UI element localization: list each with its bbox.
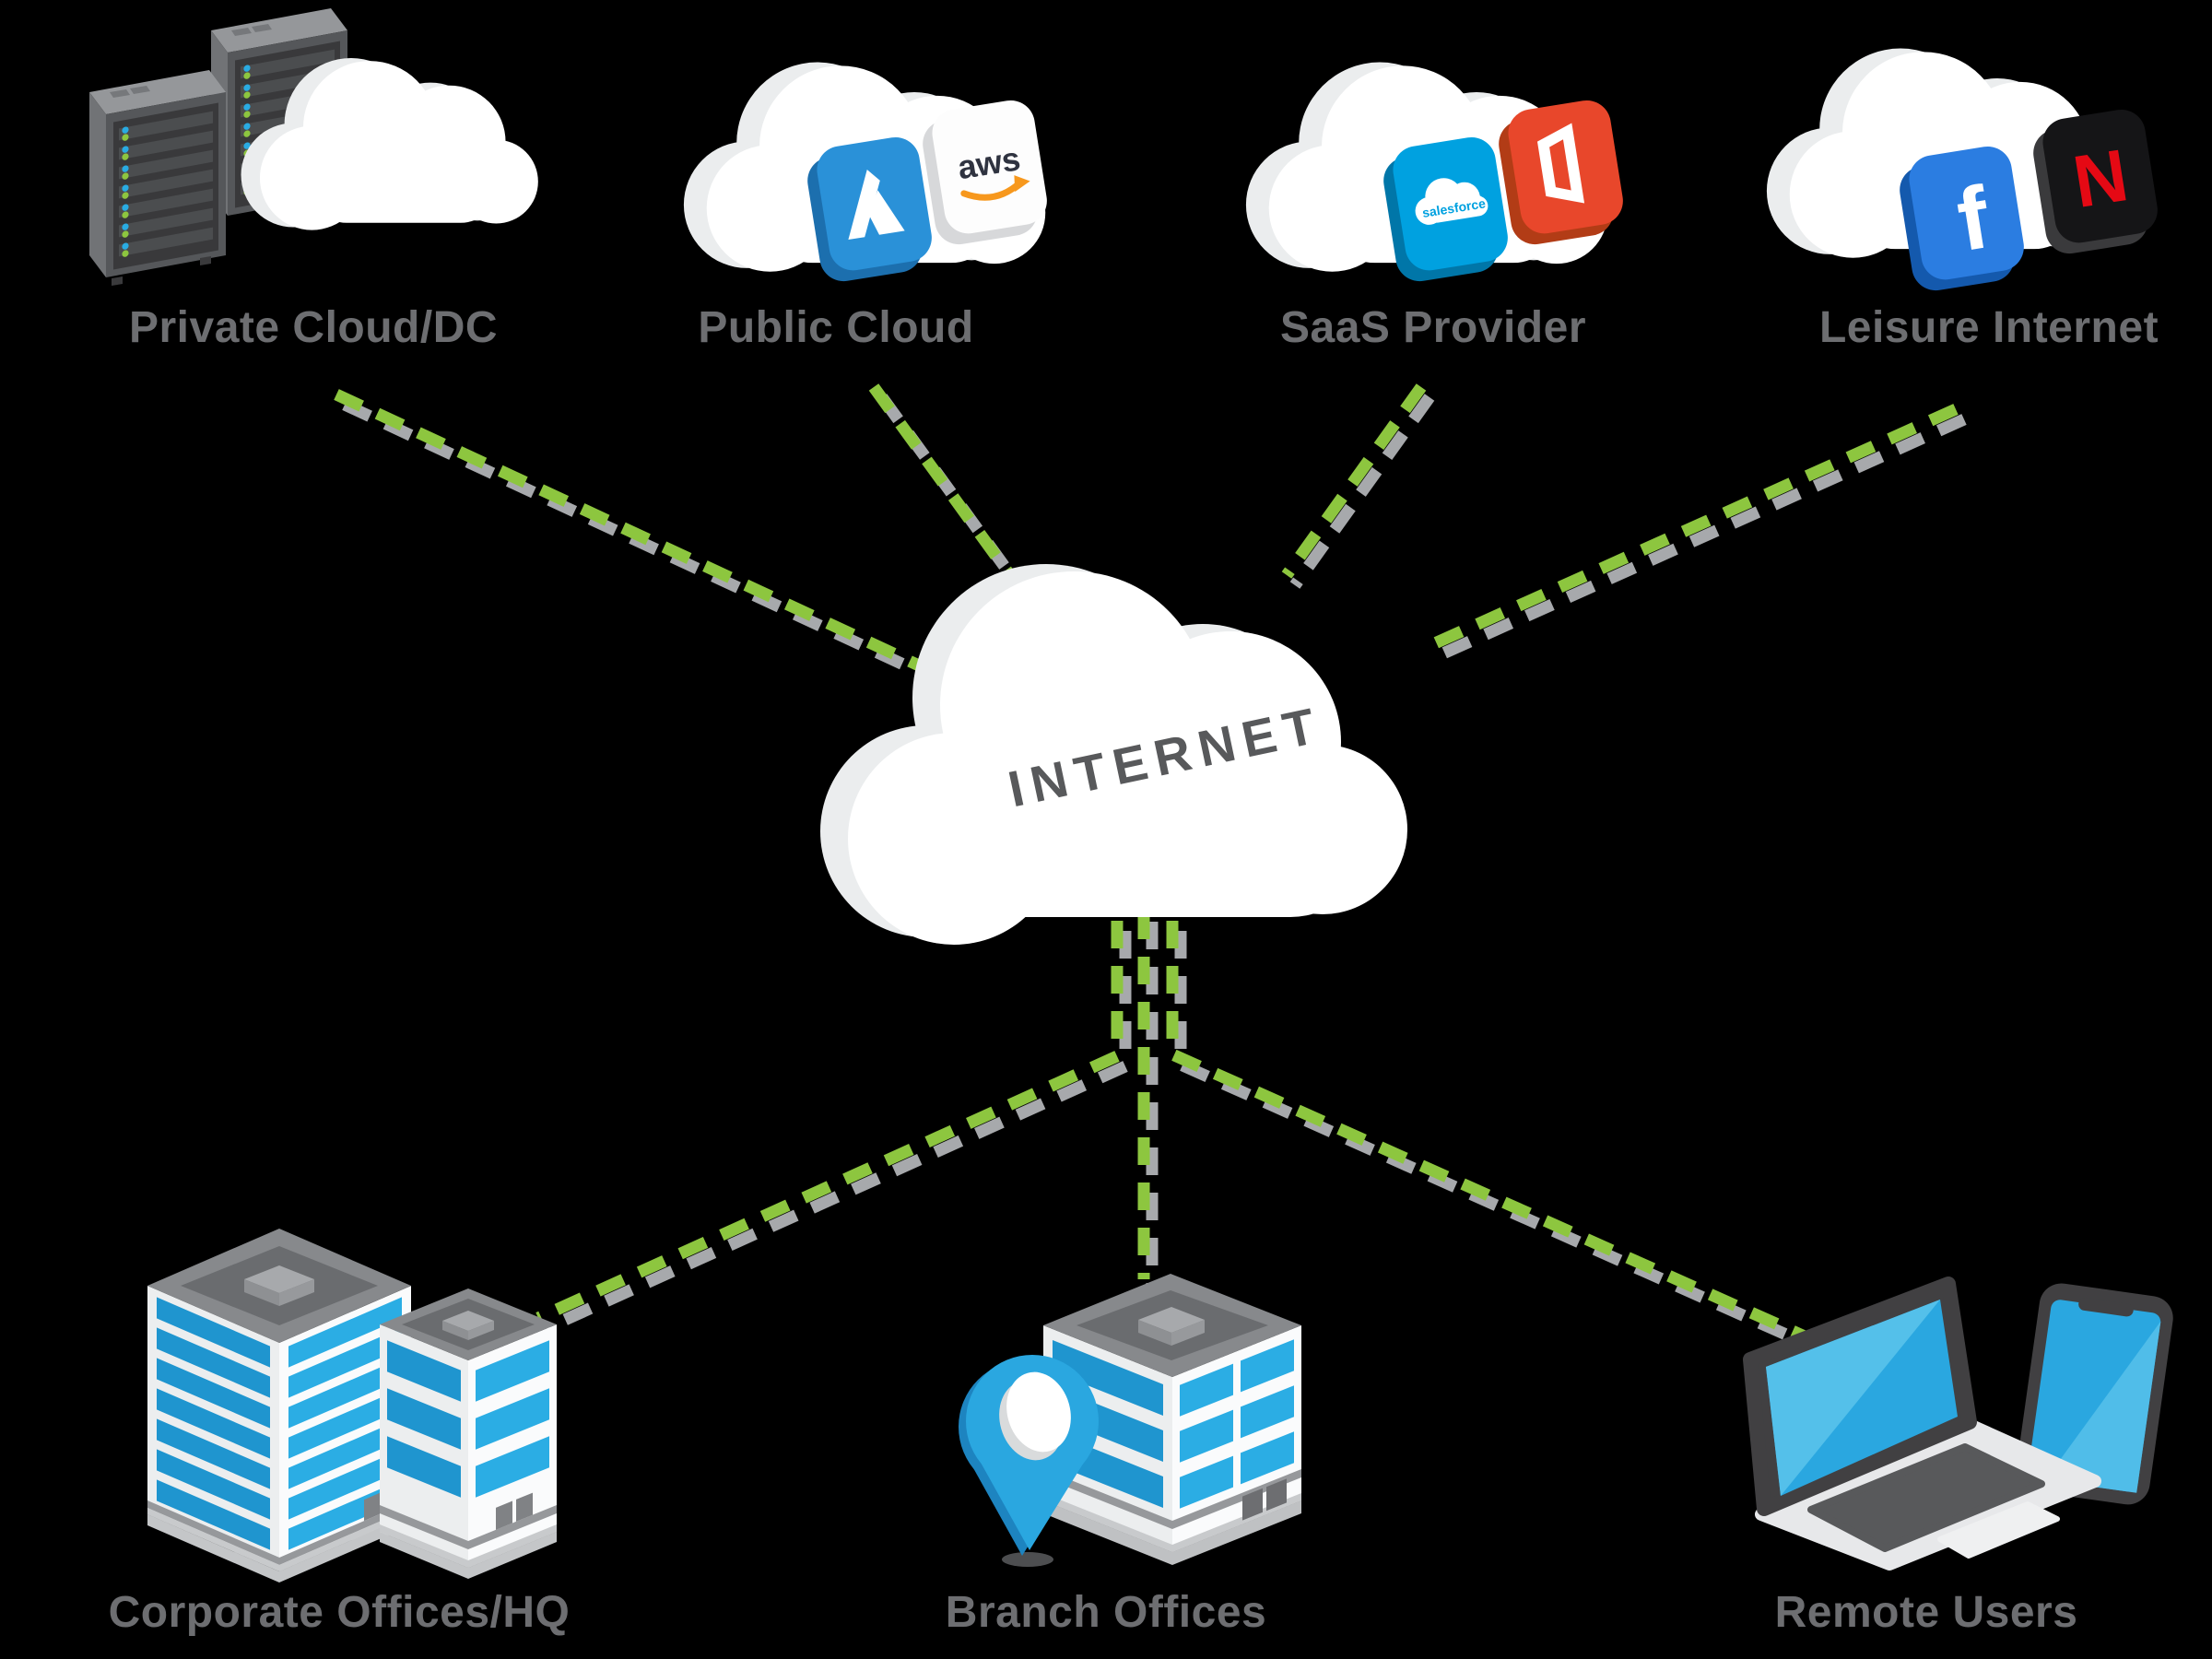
azure-icon: [807, 136, 932, 282]
node-branch-offices: [940, 1253, 1318, 1581]
node-remote-users: [1724, 1272, 2184, 1576]
label-private-cloud-dc: Private Cloud/DC: [128, 303, 499, 352]
laptop-icon: [1743, 1277, 2101, 1571]
node-internet-hub: INTERNET: [802, 516, 1456, 995]
office-buildings-icon: [147, 1229, 557, 1583]
node-saas-provider: salesforce: [1226, 18, 1650, 313]
label-branch-offices: Branch Offices: [945, 1588, 1267, 1637]
link-public-cloud: [868, 383, 1019, 584]
link-saas-provider: [1281, 383, 1427, 579]
label-remote-users: Remote Users: [1774, 1588, 2078, 1637]
link-leisure-internet: [1424, 404, 1959, 653]
office365-icon: [1499, 100, 1623, 245]
node-corporate-offices: [129, 1157, 599, 1590]
salesforce-icon: salesforce: [1383, 136, 1508, 282]
aws-icon: aws: [923, 100, 1047, 245]
location-pin-icon: [959, 1355, 1099, 1567]
label-public-cloud: Public Cloud: [698, 303, 974, 352]
node-public-cloud: aws: [664, 18, 1088, 313]
label-saas-provider: SaaS Provider: [1280, 303, 1586, 352]
svg-text:N: N: [2068, 134, 2134, 223]
link-corporate-offices: [535, 876, 1124, 1324]
link-remote-users: [1166, 876, 1807, 1342]
netflix-icon: N: [2033, 109, 2158, 254]
branch-building-icon: [1043, 1274, 1301, 1565]
node-leisure-internet: N f: [1751, 9, 2184, 304]
server-rack-icon: [89, 70, 226, 286]
facebook-icon: f: [1900, 146, 2024, 291]
link-private-cloud: [334, 389, 961, 689]
smartphone-icon: [2016, 1283, 2173, 1505]
label-corporate-offices-hq: Corporate Offices/HQ: [108, 1588, 571, 1637]
node-private-cloud-dc: [55, 0, 590, 313]
label-leisure-internet: Leisure Internet: [1818, 303, 2159, 352]
